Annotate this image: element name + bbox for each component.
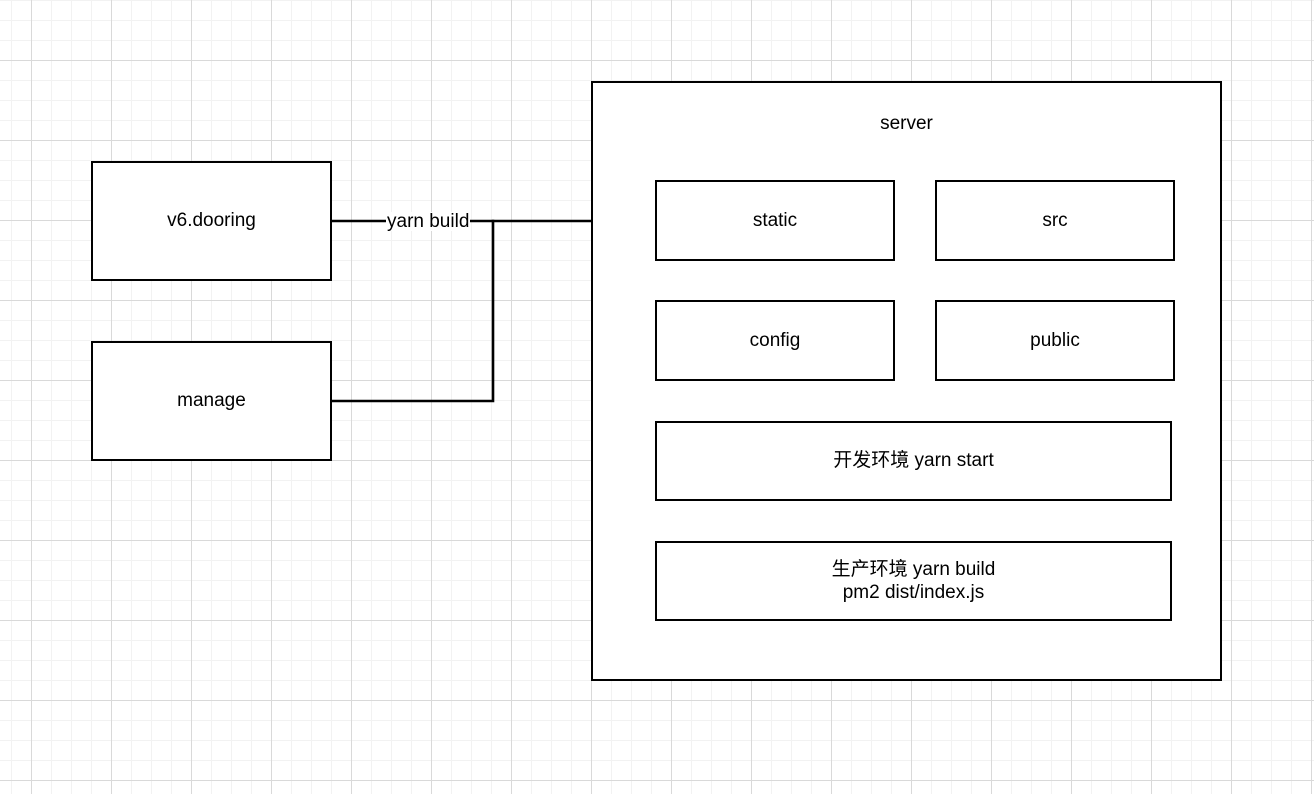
edge-label-yarn-build: yarn build (386, 211, 471, 232)
node-v6-dooring[interactable]: v6.dooring (91, 161, 332, 281)
node-dev-environment[interactable]: 开发环境 yarn start (655, 421, 1172, 501)
connector-manage-to-trunk (330, 219, 495, 403)
node-prod-environment[interactable]: 生产环境 yarn build pm2 dist/index.js (655, 541, 1172, 621)
node-static[interactable]: static (655, 180, 895, 261)
node-config[interactable]: config (655, 300, 895, 381)
node-src[interactable]: src (935, 180, 1175, 261)
node-manage[interactable]: manage (91, 341, 332, 461)
server-container-label: server (880, 113, 933, 134)
node-public[interactable]: public (935, 300, 1175, 381)
